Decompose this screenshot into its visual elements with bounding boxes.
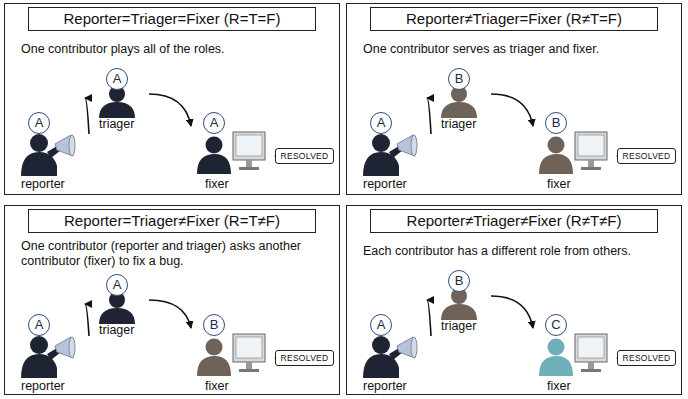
flow-arrow bbox=[85, 304, 89, 336]
fixer-figure: Afixer bbox=[191, 112, 277, 192]
person-illustration bbox=[533, 332, 619, 380]
letter-circle: B bbox=[203, 314, 225, 336]
letter-circle: A bbox=[203, 112, 225, 134]
scenario-panel: One contributor plays all of the roles. R… bbox=[4, 3, 340, 195]
letter-circle: A bbox=[106, 274, 128, 296]
person-illustration bbox=[17, 332, 89, 382]
fixer-figure: Cfixer bbox=[533, 314, 619, 394]
role-label: fixer bbox=[547, 379, 571, 393]
title-text: Reporter≠Triager=Fixer (R≠T=F) bbox=[406, 10, 622, 27]
contributor-letter: B bbox=[552, 115, 561, 130]
reporter-figure: Areporter bbox=[17, 112, 89, 192]
description-text: One contributor plays all of the roles. bbox=[21, 42, 331, 57]
fixer-figure: Bfixer bbox=[533, 112, 619, 192]
scenario-panel: One contributor (reporter and triager) a… bbox=[4, 205, 340, 395]
contributor-letter: A bbox=[35, 317, 44, 332]
triager-figure: Atriager bbox=[85, 274, 149, 338]
letter-circle: B bbox=[448, 270, 470, 292]
flow-arrow bbox=[491, 296, 533, 328]
status-text: RESOLVED bbox=[280, 353, 328, 363]
role-label: fixer bbox=[205, 177, 229, 191]
description-text: Each contributor has a different role fr… bbox=[363, 244, 673, 259]
role-label: reporter bbox=[363, 177, 407, 191]
contributor-letter: A bbox=[377, 317, 386, 332]
flow-arrow bbox=[491, 94, 533, 126]
reporter-figure: Areporter bbox=[359, 314, 431, 394]
contributor-letter: B bbox=[210, 317, 219, 332]
role-label: fixer bbox=[205, 379, 229, 393]
contributor-letter: A bbox=[113, 277, 122, 292]
letter-circle: C bbox=[545, 314, 567, 336]
status-text: RESOLVED bbox=[280, 151, 328, 161]
letter-circle: A bbox=[28, 112, 50, 134]
resolved-box: RESOLVED bbox=[275, 148, 334, 164]
triager-figure: Atriager bbox=[85, 68, 149, 132]
letter-circle: B bbox=[448, 68, 470, 90]
role-label: reporter bbox=[363, 379, 407, 393]
resolved-box: RESOLVED bbox=[617, 148, 676, 164]
role-label: reporter bbox=[21, 379, 65, 393]
contributor-letter: B bbox=[455, 71, 464, 86]
flow-arrow bbox=[149, 300, 191, 328]
role-label: triager bbox=[99, 117, 134, 131]
letter-circle: A bbox=[106, 68, 128, 90]
reporter-figure: Areporter bbox=[359, 112, 431, 192]
reporter-figure: Areporter bbox=[17, 314, 89, 394]
letter-circle: A bbox=[370, 112, 392, 134]
status-text: RESOLVED bbox=[622, 353, 670, 363]
flow-arrow bbox=[85, 98, 89, 134]
fixer-figure: Bfixer bbox=[191, 314, 277, 394]
contributor-letter: B bbox=[455, 273, 464, 288]
role-label: triager bbox=[441, 117, 476, 131]
scenario-panel: One contributor serves as triager and fi… bbox=[346, 3, 682, 195]
title-box: Reporter=Triager≠Fixer (R=T≠F) bbox=[28, 209, 316, 233]
person-illustration bbox=[533, 130, 619, 178]
title-text: Reporter=Triager=Fixer (R=T=F) bbox=[63, 10, 280, 27]
title-box: Reporter=Triager=Fixer (R=T=F) bbox=[28, 7, 316, 31]
triager-figure: Btriager bbox=[427, 68, 491, 132]
person-illustration bbox=[191, 332, 277, 380]
resolved-box: RESOLVED bbox=[617, 350, 676, 366]
status-text: RESOLVED bbox=[622, 151, 670, 161]
person-illustration bbox=[17, 130, 89, 180]
contributor-letter: C bbox=[551, 317, 560, 332]
contributor-letter: A bbox=[113, 71, 122, 86]
person-illustration bbox=[359, 130, 431, 180]
contributor-letter: A bbox=[35, 115, 44, 130]
triager-figure: Btriager bbox=[427, 270, 491, 334]
flow-arrow bbox=[149, 94, 191, 126]
title-text: Reporter=Triager≠Fixer (R=T≠F) bbox=[64, 212, 280, 229]
role-label: fixer bbox=[547, 177, 571, 191]
title-box: Reporter≠Triager=Fixer (R≠T=F) bbox=[370, 7, 658, 31]
description-text: One contributor (reporter and triager) a… bbox=[21, 239, 321, 269]
contributor-letter: A bbox=[210, 115, 219, 130]
flow-arrow bbox=[427, 300, 431, 336]
flow-arrow bbox=[427, 98, 431, 134]
letter-circle: A bbox=[28, 314, 50, 336]
scenario-panel: Each contributor has a different role fr… bbox=[346, 205, 682, 395]
role-label: reporter bbox=[21, 177, 65, 191]
letter-circle: A bbox=[370, 314, 392, 336]
person-illustration bbox=[359, 332, 431, 382]
role-label: triager bbox=[99, 323, 134, 337]
title-text: Reporter≠Triager≠Fixer (R≠T≠F) bbox=[407, 212, 622, 229]
resolved-box: RESOLVED bbox=[275, 350, 334, 366]
title-box: Reporter≠Triager≠Fixer (R≠T≠F) bbox=[370, 209, 658, 233]
contributor-letter: A bbox=[377, 115, 386, 130]
description-text: One contributor serves as triager and fi… bbox=[363, 42, 673, 57]
letter-circle: B bbox=[545, 112, 567, 134]
person-illustration bbox=[191, 130, 277, 178]
role-label: triager bbox=[441, 319, 476, 333]
